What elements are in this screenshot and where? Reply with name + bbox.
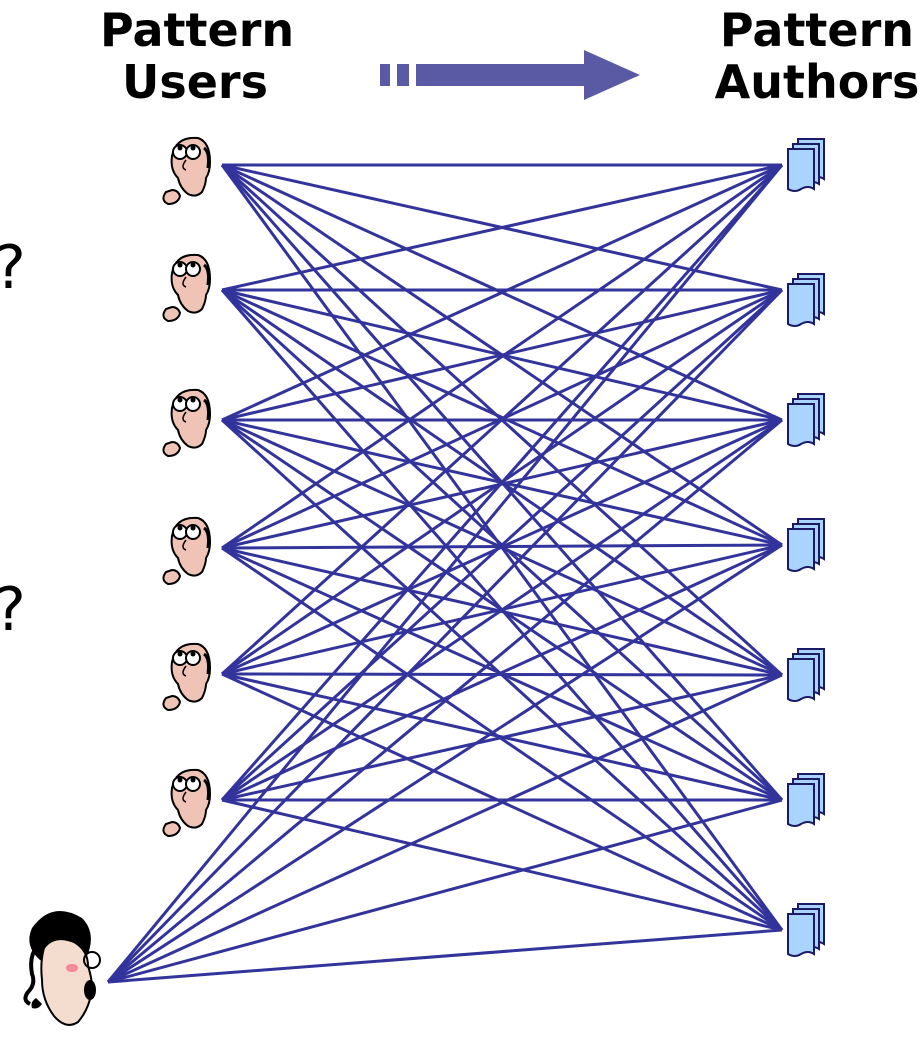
connection-line-7-6 (107, 798, 783, 984)
connection-line-5-5 (221, 672, 783, 677)
pattern-authors-line1: Pattern (719, 3, 915, 57)
connection-line-3-1 (221, 163, 783, 422)
document-stack-icon (787, 648, 825, 702)
document-stack-icon (787, 393, 825, 447)
connection-line-6-1 (220, 164, 784, 801)
connection-line-6-3 (221, 418, 783, 802)
thinking-man-icon (161, 642, 212, 712)
pattern-authors-heading: Pattern Authors (712, 4, 920, 108)
document-stack-icon (787, 773, 825, 827)
connection-line-6-4 (221, 543, 783, 802)
connection-line-7-4 (107, 543, 783, 984)
connection-line-6-2 (220, 288, 784, 802)
connection-line-7-5 (107, 673, 783, 984)
thinking-man-icon (161, 516, 212, 586)
document-stack-icon (787, 518, 825, 572)
question-mark-2: ? (0, 580, 26, 640)
connection-line-6-5 (221, 673, 783, 802)
pattern-users-line2: Users (122, 55, 268, 109)
thinking-man-icon (161, 253, 212, 323)
thinking-man-icon (161, 388, 212, 458)
shouting-woman-icon (23, 910, 101, 1026)
connection-lines (106, 163, 784, 984)
connection-line-2-1 (221, 163, 783, 292)
connection-line-7-2 (106, 288, 784, 984)
pattern-users-heading: Pattern Users (100, 3, 295, 109)
connection-line-4-1 (221, 163, 783, 550)
connection-line-6-7 (221, 798, 783, 932)
connection-line-7-1 (106, 164, 784, 983)
pattern-authors-line2: Authors (714, 55, 920, 109)
connection-line-5-1 (220, 163, 784, 676)
question-mark-1: ? (0, 238, 26, 298)
thinking-man-icon (161, 136, 212, 206)
connection-line-7-3 (107, 418, 783, 984)
document-stack-icon (787, 903, 825, 957)
thinking-man-icon (161, 768, 212, 838)
connection-line-7-7 (107, 928, 783, 984)
document-stack-icon (787, 273, 825, 327)
document-stack-icon (787, 138, 825, 192)
pattern-users-line1: Pattern (100, 3, 295, 57)
right-arrow-icon (380, 50, 640, 100)
